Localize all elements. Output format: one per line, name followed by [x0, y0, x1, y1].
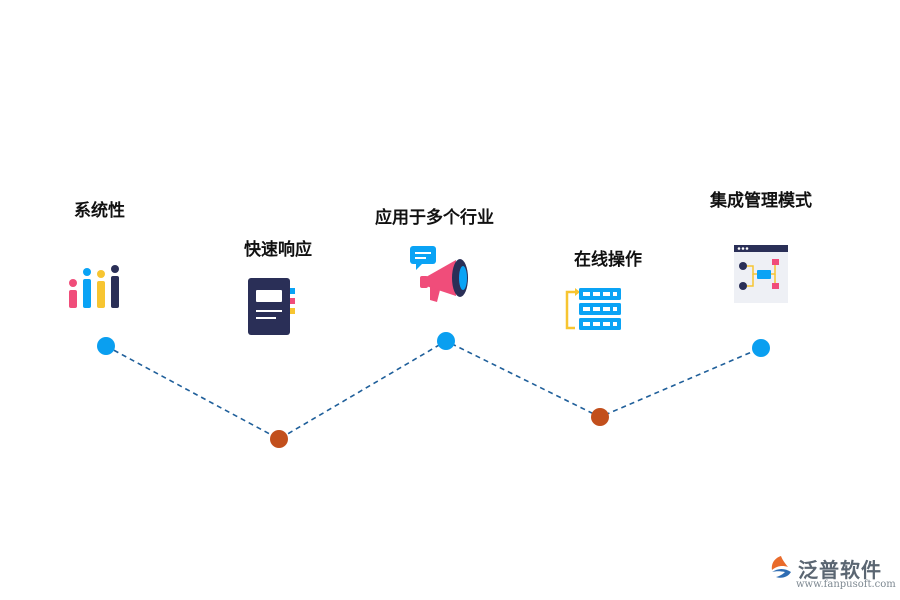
notebook-icon — [248, 278, 295, 335]
node-label-4: 在线操作 — [574, 250, 642, 270]
fanpu-logo-icon — [771, 556, 791, 578]
node-label-2: 快速响应 — [244, 240, 312, 260]
node-label-5: 集成管理模式 — [710, 191, 812, 211]
logo-url: www.fanpusoft.com — [796, 579, 896, 590]
flowchart-board-icon — [734, 245, 788, 303]
server-icon — [565, 288, 621, 330]
logo-name: 泛普软件 — [798, 558, 882, 582]
node-dot-4 — [591, 408, 609, 426]
node-label-1: 系统性 — [74, 201, 125, 221]
node-dot-2 — [270, 430, 288, 448]
node-dot-5 — [752, 339, 770, 357]
node-dot-3 — [437, 332, 455, 350]
dashed-line — [105, 340, 762, 440]
brand-logo: 泛普软件 www.fanpusoft.com — [768, 552, 896, 596]
node-dot-1 — [97, 337, 115, 355]
node-label-3: 应用于多个行业 — [375, 208, 494, 228]
megaphone-icon — [410, 246, 468, 302]
bar-chart-icon — [69, 265, 119, 308]
